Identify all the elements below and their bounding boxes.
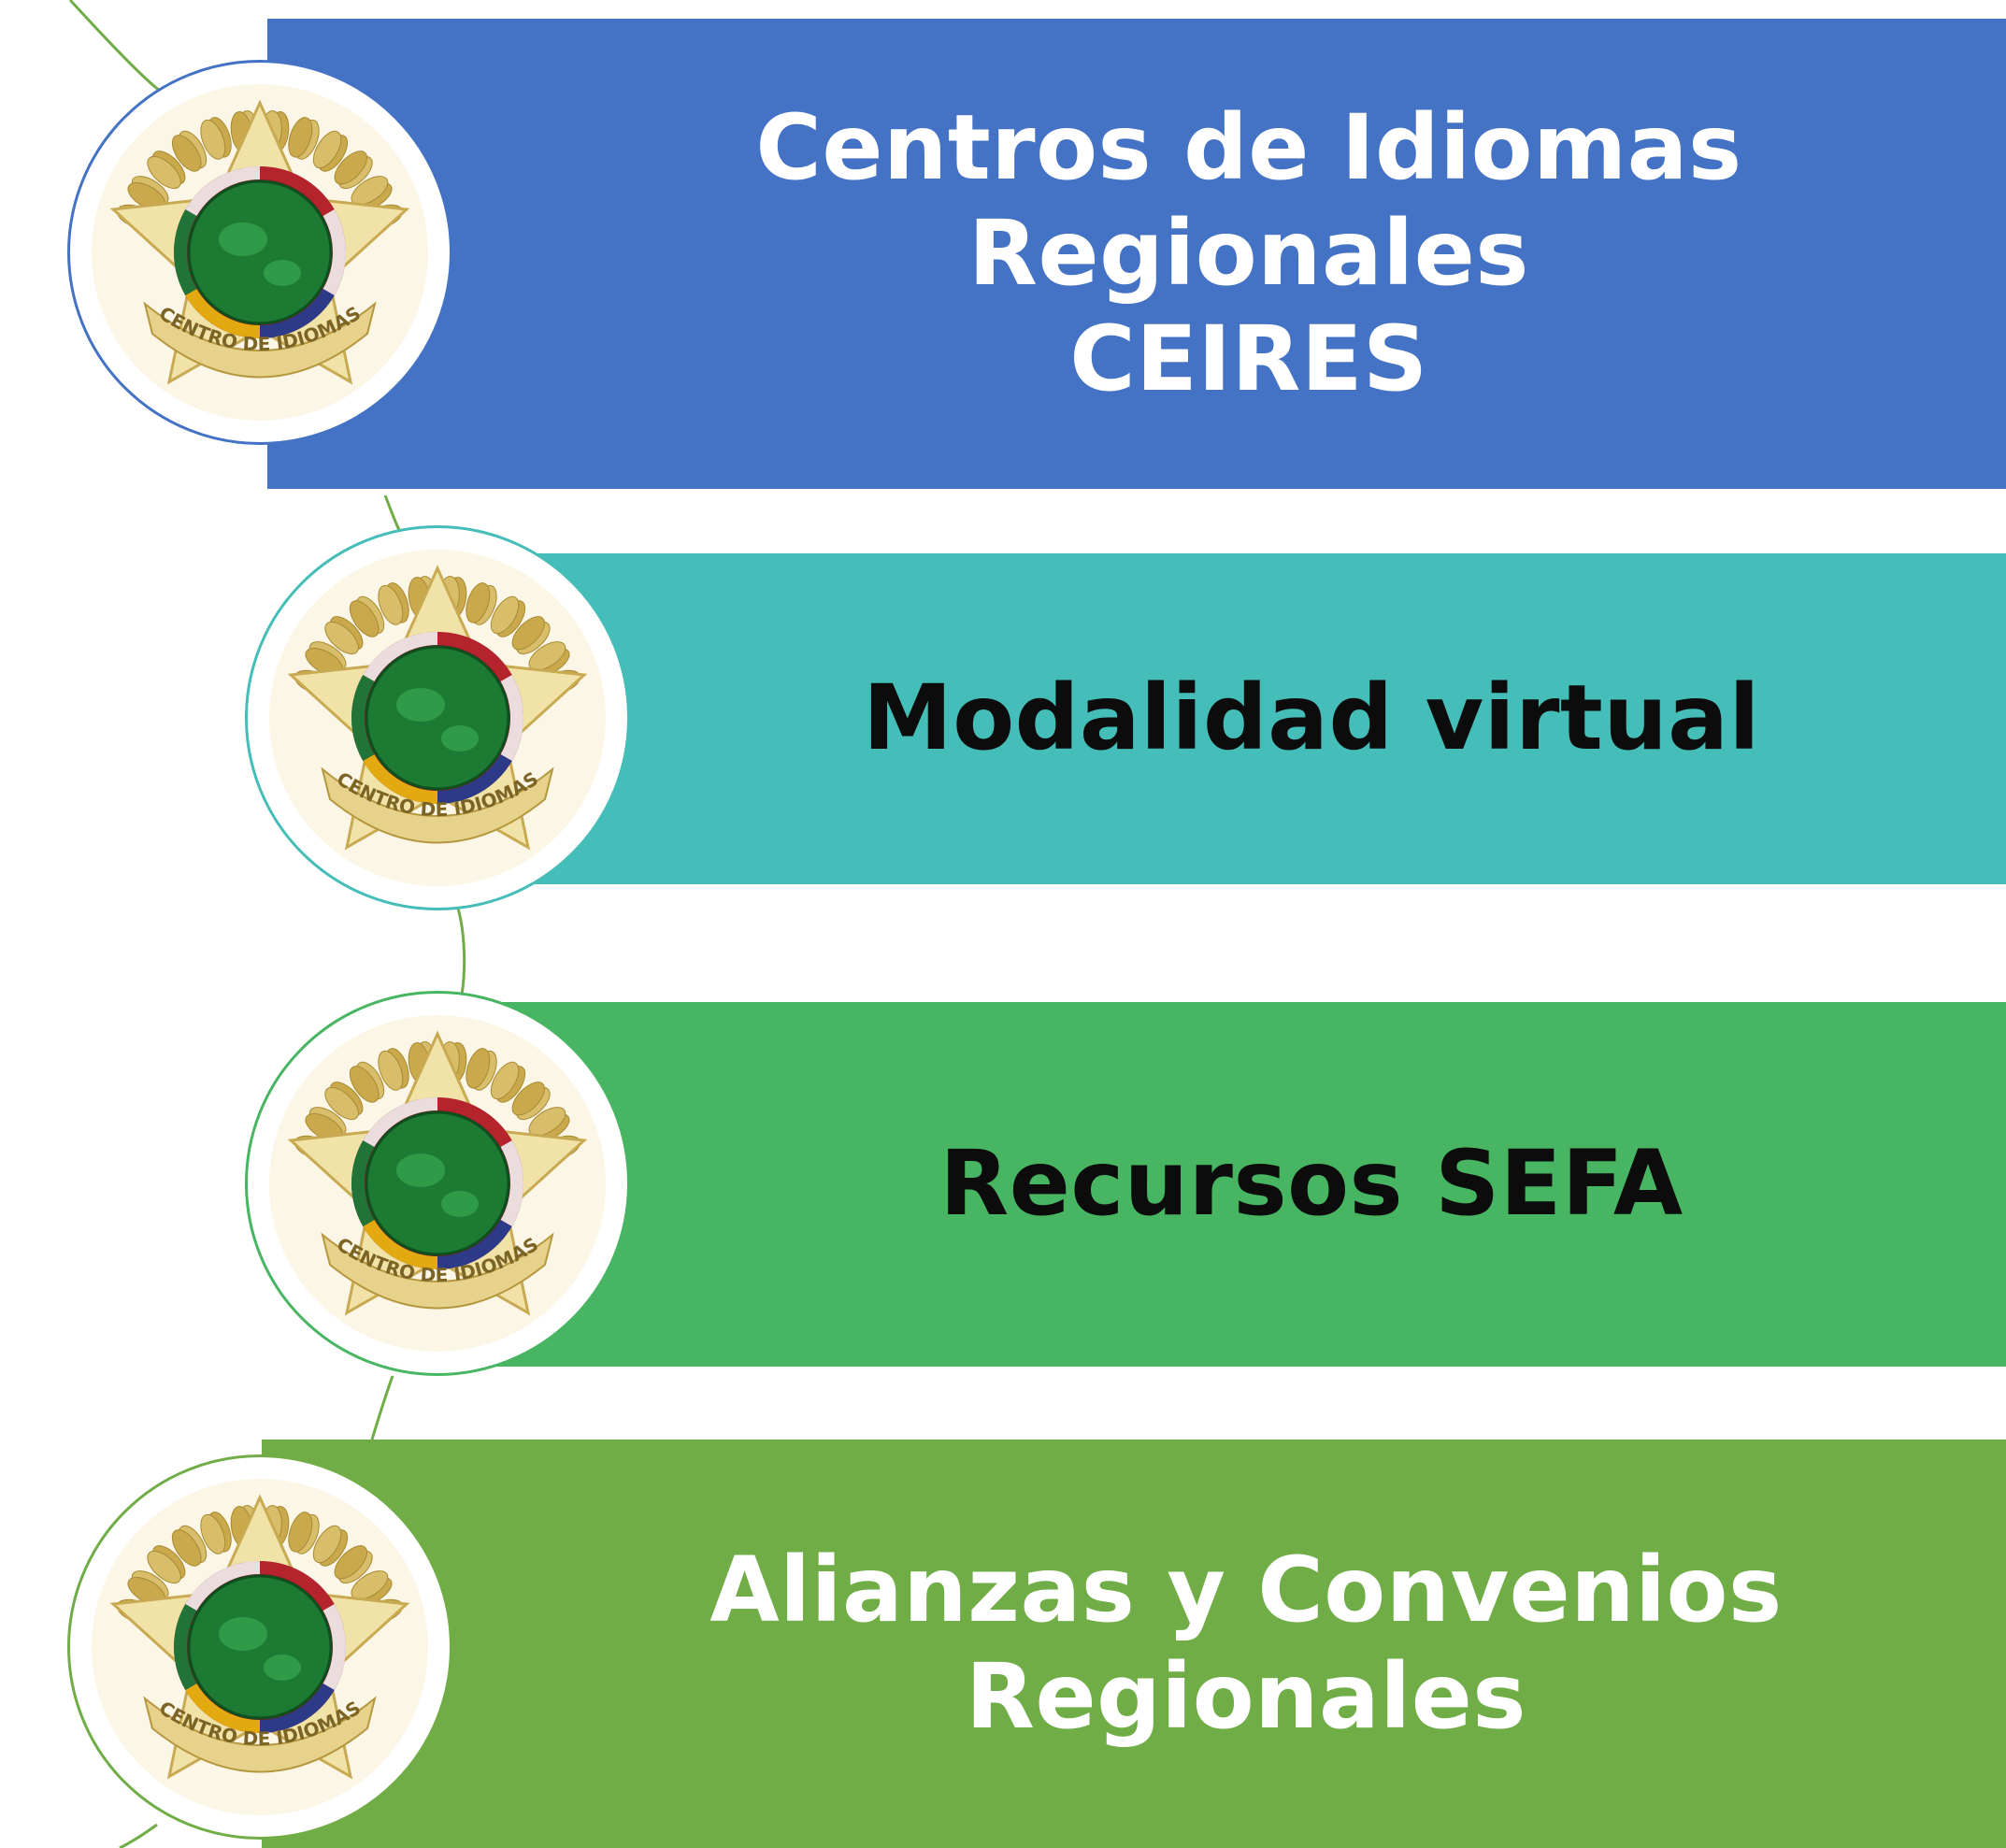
item-label-modalidad-virtual: Modalidad virtual (863, 666, 1760, 771)
centro-de-idiomas-seal-icon: CENTRO DE IDIOMAS (269, 550, 606, 886)
centro-de-idiomas-seal-icon: CENTRO DE IDIOMAS (269, 1015, 606, 1352)
item-label-alianzas: Alianzas y Convenios Regionales (709, 1538, 1783, 1749)
item-band-alianzas: Alianzas y Convenios Regionales (262, 1440, 2006, 1848)
item-label-line-1: Centros de Idiomas Regionales (755, 94, 1742, 306)
item-band-recursos-sefa: Recursos SEFA (477, 1002, 2006, 1367)
item-label-line-2: CEIRES (1069, 307, 1428, 412)
item-label-ceires: Centros de Idiomas Regionales CEIRES (492, 95, 2006, 413)
centro-de-idiomas-seal-icon: CENTRO DE IDIOMAS (92, 1479, 428, 1815)
seal-circle-alianzas: CENTRO DE IDIOMAS (67, 1454, 452, 1840)
seal-circle-recursos-sefa: CENTRO DE IDIOMAS (245, 991, 630, 1376)
seal-circle-ceires: CENTRO DE IDIOMAS (67, 60, 452, 445)
centro-de-idiomas-seal-icon: CENTRO DE IDIOMAS (92, 84, 428, 421)
seal-circle-modalidad-virtual: CENTRO DE IDIOMAS (245, 525, 630, 910)
item-band-modalidad-virtual: Modalidad virtual (477, 553, 2006, 884)
item-label-recursos-sefa: Recursos SEFA (939, 1131, 1684, 1237)
item-band-ceires: Centros de Idiomas Regionales CEIRES (267, 19, 2006, 489)
